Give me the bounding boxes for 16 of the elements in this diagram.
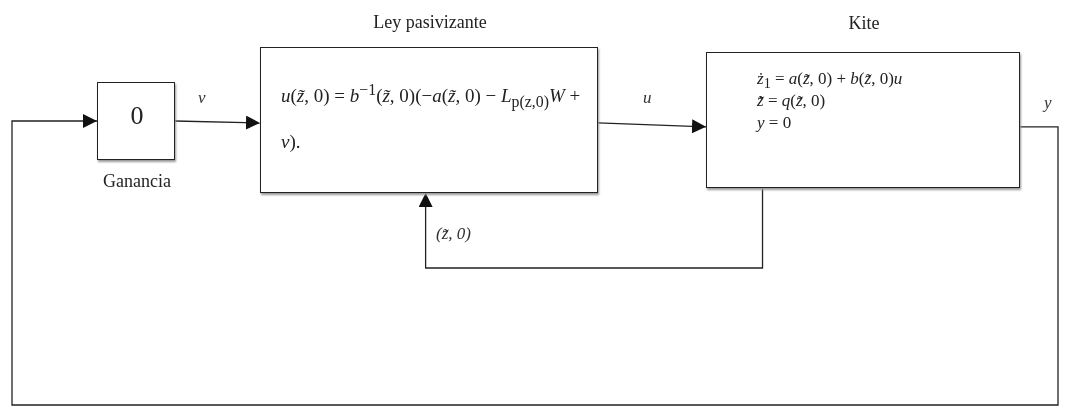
edge-label: v	[198, 88, 206, 108]
block-title: Kite	[847, 13, 881, 34]
arrow	[11, 114, 1059, 406]
edge-label: u	[643, 88, 652, 108]
edge-label: (z̃, 0)	[436, 224, 471, 244]
arrow	[418, 187, 764, 269]
arrow	[597, 119, 707, 134]
block-title: Ley pasivizante	[372, 12, 488, 33]
equation: ż$_{1}$ = a(z̃, 0) + b(z̃, 0)u	[757, 69, 903, 93]
gain-value: 0	[129, 101, 145, 131]
equation: u(z̃, 0) = b$^{−1}$(z̃, 0)(−a(z̃, 0) − L$_{p(z,0)}$W + v).	[281, 80, 581, 155]
edge-label: y	[1044, 93, 1052, 113]
block-caption: Ganancia	[102, 171, 172, 192]
arrow	[174, 115, 261, 130]
equation: y = 0	[757, 113, 792, 133]
equation: z̃̇ = q(z̃, 0)	[757, 91, 826, 111]
